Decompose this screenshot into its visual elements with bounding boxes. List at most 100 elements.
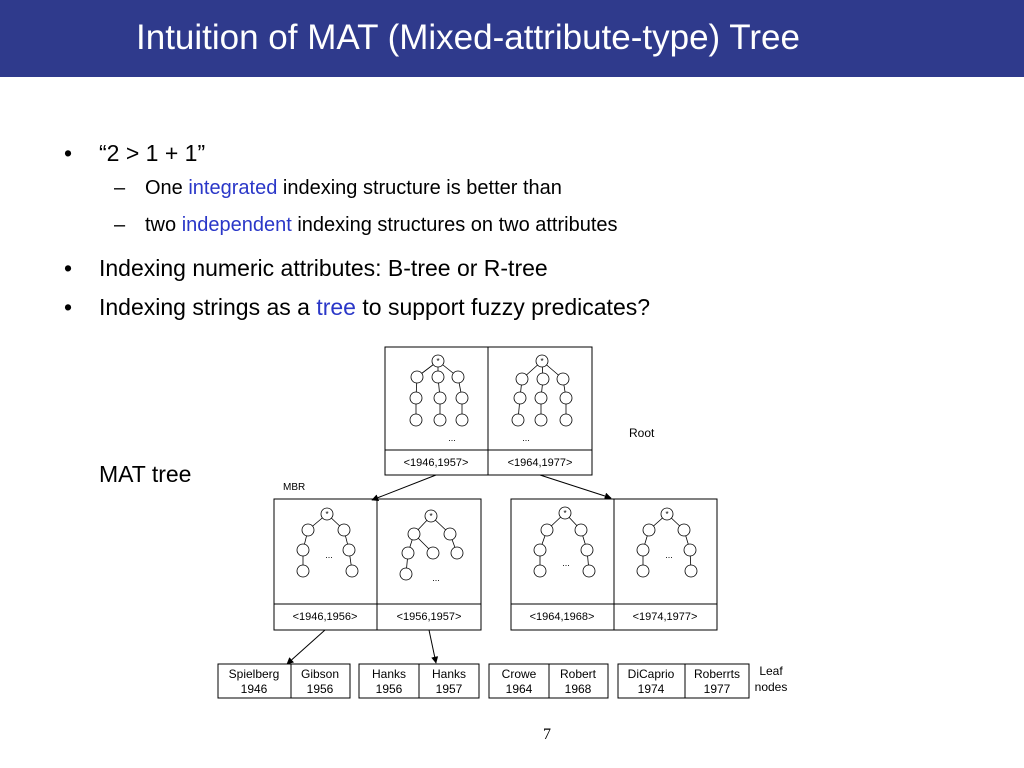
arrow	[371, 474, 437, 501]
trie-node	[642, 523, 656, 537]
root-range-1: <1946,1957>	[404, 457, 469, 469]
leaf-label-line-2: nodes	[755, 680, 788, 694]
leaf-year: 1956	[307, 682, 334, 696]
trie: *...	[511, 354, 573, 443]
trie-node	[574, 523, 588, 537]
trie-node	[515, 372, 529, 386]
trie-root-marker: *	[665, 510, 668, 519]
leaf-name: Robert	[560, 667, 597, 681]
bullet-3-pre: Indexing strings as a	[99, 294, 317, 320]
trie-node	[455, 413, 469, 427]
root-label: Root	[629, 426, 655, 440]
trie-node	[534, 391, 548, 405]
trie-node	[345, 564, 359, 578]
root-node: <1946,1957> <1964,1977>	[384, 346, 593, 476]
trie-root-marker: *	[563, 509, 566, 518]
highlight-independent: independent	[181, 214, 292, 236]
bullet-2: Indexing numeric attributes: B-tree or R…	[99, 255, 548, 281]
trie-root	[320, 507, 334, 521]
leaf-group-4	[617, 663, 750, 699]
trie-node	[410, 370, 424, 384]
leaf-year: 1956	[376, 682, 403, 696]
page-number: 7	[543, 726, 551, 743]
trie: *...	[533, 506, 596, 578]
trie: *...	[636, 507, 698, 578]
trie-node	[556, 372, 570, 386]
leaf-name: DiCaprio	[628, 667, 675, 681]
trie-node	[677, 523, 691, 537]
trie-ellipsis: ...	[448, 433, 456, 443]
trie-node	[433, 413, 447, 427]
bullet-marker: •	[64, 140, 73, 166]
arrow	[428, 629, 439, 664]
trie-node	[683, 543, 697, 557]
trie-ellipsis: ...	[522, 433, 530, 443]
leaf-year: 1974	[638, 682, 665, 696]
trie-node	[433, 391, 447, 405]
bullet-1: “2 > 1 + 1”	[99, 140, 206, 166]
sub-bullet-1-pre: One	[145, 177, 189, 199]
sub-bullet-2: two independent indexing structures on t…	[145, 214, 618, 237]
trie-root-marker: *	[540, 357, 543, 366]
trie-root	[424, 509, 438, 523]
sub-bullet-2-post: indexing structures on two attributes	[291, 214, 618, 236]
trie-node	[533, 564, 547, 578]
mbr-node-left: <1946,1956> <1956,1957>	[273, 498, 482, 631]
trie-root	[431, 354, 445, 368]
trie-node	[401, 546, 415, 560]
trie-ellipsis: ...	[432, 573, 440, 583]
trie-node	[511, 413, 525, 427]
trie-node	[431, 370, 445, 384]
dash-marker: –	[114, 177, 126, 199]
sub-bullet-1-post: indexing structure is better than	[277, 177, 562, 199]
mat-tree-label: MAT tree	[99, 461, 192, 487]
dash-marker: –	[114, 214, 126, 236]
trie-node	[455, 391, 469, 405]
trie-root-marker: *	[436, 357, 439, 366]
trie-node	[534, 413, 548, 427]
trie-node	[407, 527, 421, 541]
bullet-marker: •	[64, 294, 73, 320]
root-range-2: <1964,1977>	[508, 457, 573, 469]
trie-node	[533, 543, 547, 557]
trie-node	[582, 564, 596, 578]
trie-ellipsis: ...	[665, 550, 673, 560]
trie-node	[409, 413, 423, 427]
leaf-year: 1946	[241, 682, 268, 696]
leaf-group-2	[358, 663, 480, 699]
string-tries: *...*...*...*...*...*...	[296, 354, 698, 583]
leaf-year: 1964	[506, 682, 533, 696]
trie: *...	[296, 507, 359, 578]
bullet-3-post: to support fuzzy predicates?	[355, 294, 651, 320]
title-bar: Intuition of MAT (Mixed-attribute-type) …	[0, 0, 1024, 77]
leaf-year: 1957	[436, 682, 463, 696]
trie-node	[450, 546, 464, 560]
trie-node	[451, 370, 465, 384]
trie-root	[535, 354, 549, 368]
leaf-name: Crowe	[502, 667, 537, 681]
trie-node	[443, 527, 457, 541]
mbr-range-1: <1946,1956>	[293, 611, 358, 623]
trie-root-marker: *	[325, 510, 328, 519]
mbr-node-right: <1964,1968> <1974,1977>	[510, 498, 718, 631]
leaf-name: Roberrts	[694, 667, 740, 681]
mbr-range-2: <1956,1957>	[397, 611, 462, 623]
slide-title: Intuition of MAT (Mixed-attribute-type) …	[136, 18, 800, 57]
trie-node	[636, 543, 650, 557]
trie-node	[559, 413, 573, 427]
trie-ellipsis: ...	[562, 558, 570, 568]
trie-node	[636, 564, 650, 578]
highlight-integrated: integrated	[188, 177, 278, 199]
leaf-name: Hanks	[432, 667, 466, 681]
mbr-range-4: <1974,1977>	[633, 611, 698, 623]
trie-node	[426, 546, 440, 560]
leaf-label-line-1: Leaf	[759, 664, 783, 678]
mbr-range-3: <1964,1968>	[530, 611, 595, 623]
trie-node	[301, 523, 315, 537]
sub-bullet-2-pre: two	[145, 214, 182, 236]
trie-node	[296, 543, 310, 557]
trie-root-marker: *	[429, 512, 432, 521]
mbr-label: MBR	[283, 482, 305, 493]
leaf-name: Hanks	[372, 667, 406, 681]
